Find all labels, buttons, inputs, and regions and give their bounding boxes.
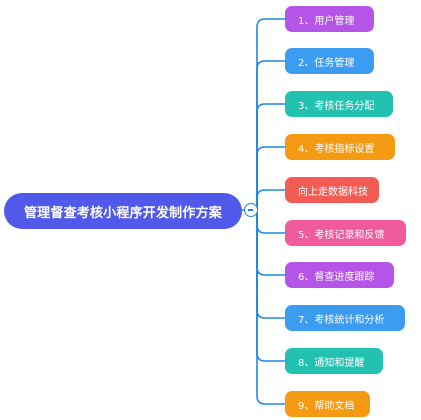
branch-connector-4 [256,146,285,210]
child-topic-label: 2、任务管理 [298,57,355,69]
child-topic-4[interactable]: 4、考核指标设置 [285,134,395,160]
child-topic-7[interactable]: 6、督查进度跟踪 [285,262,394,288]
branch-connector-1 [256,18,285,210]
child-topic-10[interactable]: 9、帮助文档 [285,391,370,417]
child-topic-3[interactable]: 3、考核任务分配 [285,91,393,117]
child-topic-label: 5、考核记录和反馈 [298,229,385,241]
child-topic-label: 1、用户管理 [298,15,355,27]
root-topic-label: 管理督查考核小程序开发制作方案 [23,205,222,221]
branch-connector-7 [256,210,285,276]
child-topic-label: 3、考核任务分配 [298,100,375,112]
collapse-toggle-icon[interactable] [244,203,258,217]
child-topic-5[interactable]: 向上走数据科技 [285,177,379,203]
child-topic-9[interactable]: 8、通知和提醒 [285,348,383,374]
child-topic-label: 4、考核指标设置 [298,143,375,155]
child-topic-2[interactable]: 2、任务管理 [285,48,374,74]
branch-connector-2 [256,60,285,210]
child-topic-label: 8、通知和提醒 [298,357,365,369]
child-topic-1[interactable]: 1、用户管理 [285,6,374,32]
branch-connector-5 [256,189,285,210]
child-topic-8[interactable]: 7、考核统计和分析 [285,305,405,331]
root-topic[interactable]: 管理督查考核小程序开发制作方案 [4,193,242,229]
branch-connector-10 [256,210,285,405]
child-topic-label: 9、帮助文档 [298,400,355,412]
branch-connector-6 [256,210,285,234]
branch-connector-8 [256,210,285,319]
child-topic-6[interactable]: 5、考核记录和反馈 [285,220,406,246]
child-topic-label: 向上走数据科技 [298,186,368,198]
child-topic-label: 7、考核统计和分析 [298,314,385,326]
branch-connector-3 [256,103,285,210]
child-topic-label: 6、督查进度跟踪 [298,271,375,283]
